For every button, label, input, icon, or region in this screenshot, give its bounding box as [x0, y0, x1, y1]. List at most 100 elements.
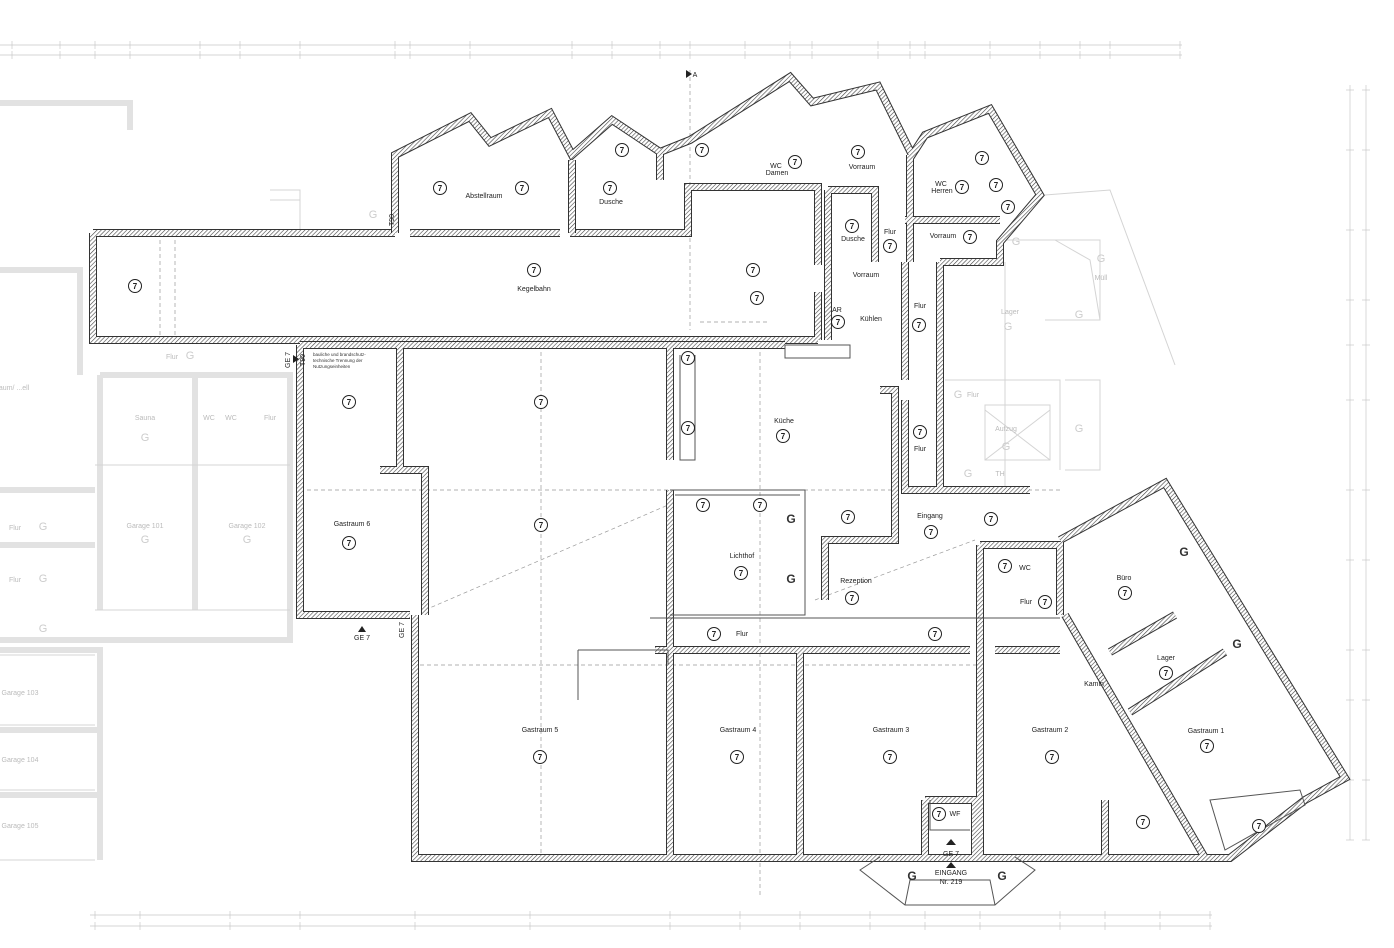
room-label: Kühlen	[860, 316, 882, 323]
room-marker: 7	[1164, 669, 1169, 678]
existing-marker: G	[141, 534, 150, 546]
neighbour-room-label: WC	[225, 415, 237, 422]
existing-marker: G	[39, 623, 48, 635]
room-label: Vorraum	[849, 164, 876, 171]
room-marker-circle	[841, 510, 855, 524]
room-marker-circle	[845, 591, 859, 605]
neighbour-room-label: Sauna	[135, 415, 155, 422]
room-marker: 7	[1043, 598, 1048, 607]
room-marker-circle	[1252, 819, 1266, 833]
room-marker-circle	[883, 239, 897, 253]
room-marker: 7	[739, 569, 744, 578]
room-marker: 7	[850, 594, 855, 603]
existing-marker: G	[786, 512, 795, 526]
existing-marker: G	[1075, 309, 1084, 321]
room-marker-circle	[734, 566, 748, 580]
room-marker: 7	[755, 294, 760, 303]
room-marker-circle	[989, 178, 1003, 192]
room-marker-circle	[883, 750, 897, 764]
room-marker-circle	[924, 525, 938, 539]
room-marker: 7	[888, 753, 893, 762]
room-label: Eingang	[917, 513, 943, 520]
exit-arrow-icon	[946, 839, 956, 845]
room-label: Gastraum 3	[873, 727, 910, 734]
room-marker: 7	[758, 501, 763, 510]
room-marker-circle	[913, 425, 927, 439]
exit-arrows	[293, 355, 956, 868]
room-marker-circle	[696, 498, 710, 512]
room-marker-circle	[851, 145, 865, 159]
room-marker: 7	[538, 753, 543, 762]
room-marker-circle	[534, 518, 548, 532]
axis-label: A	[693, 72, 698, 79]
room-marker: 7	[836, 318, 841, 327]
neighbour-room-label: Lager	[1001, 309, 1020, 316]
room-marker: 7	[686, 424, 691, 433]
neighbour-room-label: Garage 105	[2, 823, 39, 830]
room-marker-circle	[750, 291, 764, 305]
neighbour-building	[0, 100, 1176, 861]
room-label: Flur	[1020, 599, 1033, 606]
room-marker: 7	[700, 146, 705, 155]
existing-marker: G	[1075, 423, 1084, 435]
room-marker: 7	[793, 158, 798, 167]
room-marker: 7	[960, 183, 965, 192]
room-marker-circle	[975, 151, 989, 165]
entrance-arrow-icon	[946, 862, 956, 868]
neighbour-room-label: Aufzug	[995, 426, 1017, 433]
room-marker-circle	[128, 279, 142, 293]
room-marker: 7	[781, 432, 786, 441]
exit-label: GE 7	[399, 622, 406, 638]
note-line: Nutzungseinheiten	[313, 364, 351, 369]
room-marker: 7	[539, 398, 544, 407]
room-label: Gastraum 1	[1188, 728, 1225, 735]
exit-label: Nr. 219	[940, 879, 963, 886]
room-label: Gastraum 2	[1032, 727, 1069, 734]
room-marker-circle	[753, 498, 767, 512]
room-marker-circle	[963, 230, 977, 244]
room-marker-circle	[831, 315, 845, 329]
room-marker: 7	[917, 321, 922, 330]
neighbour-room-label: Flur	[9, 525, 22, 532]
existing-marker: G	[39, 573, 48, 585]
room-marker-circle	[342, 395, 356, 409]
exit-label: GE 7	[943, 851, 959, 858]
room-marker-circle	[746, 263, 760, 277]
room-marker: 7	[980, 154, 985, 163]
room-marker-circle	[533, 750, 547, 764]
room-label: Gastraum 5	[522, 727, 559, 734]
room-marker: 7	[1123, 589, 1128, 598]
room-label: Dusche	[599, 199, 623, 206]
existing-marker: G	[39, 521, 48, 533]
neighbour-room-label: Flur	[166, 354, 179, 361]
room-marker-circle	[1136, 815, 1150, 829]
room-marker-circle	[984, 512, 998, 526]
room-marker-circle	[527, 263, 541, 277]
room-marker: 7	[1003, 562, 1008, 571]
room-label: Rezeption	[840, 578, 872, 585]
room-label: Küche	[774, 418, 794, 425]
room-label: Herren	[931, 188, 953, 195]
existing-marker: G	[1097, 253, 1106, 265]
room-marker: 7	[347, 539, 352, 548]
room-label: Dusche	[841, 236, 865, 243]
neighbour-room-label: Garage 103	[2, 690, 39, 697]
room-label: WF	[950, 811, 961, 818]
room-marker-circle	[998, 559, 1012, 573]
room-marker-circle	[1118, 586, 1132, 600]
exit-label: GE 7	[285, 352, 292, 368]
room-label: Damen	[766, 170, 789, 177]
room-label: Büro	[1117, 575, 1132, 582]
existing-marker: G	[786, 572, 795, 586]
note-line: bauliche und brandschutz-	[313, 352, 366, 357]
room-marker-circle	[955, 180, 969, 194]
room-label: WC	[1019, 565, 1031, 572]
room-label: Flur	[736, 631, 749, 638]
room-marker: 7	[520, 184, 525, 193]
room-label: Abstellraum	[466, 193, 503, 200]
exit-arrow-icon	[293, 355, 299, 363]
exit-label: T90	[300, 354, 307, 366]
room-marker: 7	[888, 242, 893, 251]
